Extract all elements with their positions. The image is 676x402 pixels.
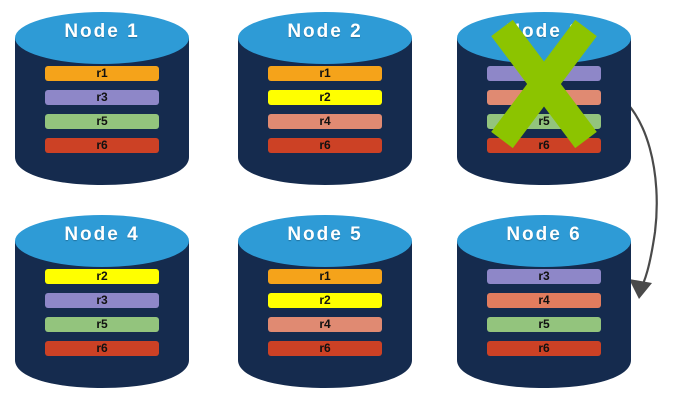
replica-bar[interactable]: r5: [45, 317, 159, 332]
replica-bar[interactable]: r6: [45, 138, 159, 153]
replica-bar[interactable]: r6: [487, 138, 601, 153]
cylinder-top-disc: [15, 215, 189, 267]
replica-bar[interactable]: r5: [45, 114, 159, 129]
replica-bar[interactable]: r3: [45, 293, 159, 308]
replica-bar-list: r3 r4 r5 r6: [487, 66, 601, 153]
replica-bar[interactable]: r1: [45, 66, 159, 81]
cylinder-top-disc: [457, 215, 631, 267]
replica-bar[interactable]: r6: [268, 341, 382, 356]
replica-bar[interactable]: r2: [268, 90, 382, 105]
cylinder-top-disc: [15, 12, 189, 64]
cylinder-top-disc: [457, 12, 631, 64]
replica-bar[interactable]: r4: [487, 293, 601, 308]
replica-bar[interactable]: r6: [268, 138, 382, 153]
replica-bar-list: r1 r2 r4 r6: [268, 269, 382, 356]
cylinder-top-disc: [238, 215, 412, 267]
replica-bar[interactable]: r3: [487, 269, 601, 284]
replica-bar-list: r3 r4 r5 r6: [487, 269, 601, 356]
replica-bar[interactable]: r3: [487, 66, 601, 81]
replica-bar[interactable]: r3: [45, 90, 159, 105]
replica-bar[interactable]: r2: [45, 269, 159, 284]
replica-bar-list: r2 r3 r5 r6: [45, 269, 159, 356]
replica-bar[interactable]: r4: [487, 90, 601, 105]
replica-bar[interactable]: r1: [268, 66, 382, 81]
replica-bar[interactable]: r6: [45, 341, 159, 356]
replica-bar[interactable]: r6: [487, 341, 601, 356]
replica-bar[interactable]: r4: [268, 317, 382, 332]
replica-bar[interactable]: r5: [487, 317, 601, 332]
replica-bar[interactable]: r5: [487, 114, 601, 129]
cylinder-top-disc: [238, 12, 412, 64]
replica-bar[interactable]: r1: [268, 269, 382, 284]
replica-bar[interactable]: r2: [268, 293, 382, 308]
replica-bar-list: r1 r3 r5 r6: [45, 66, 159, 153]
replica-bar[interactable]: r4: [268, 114, 382, 129]
replica-bar-list: r1 r2 r4 r6: [268, 66, 382, 153]
